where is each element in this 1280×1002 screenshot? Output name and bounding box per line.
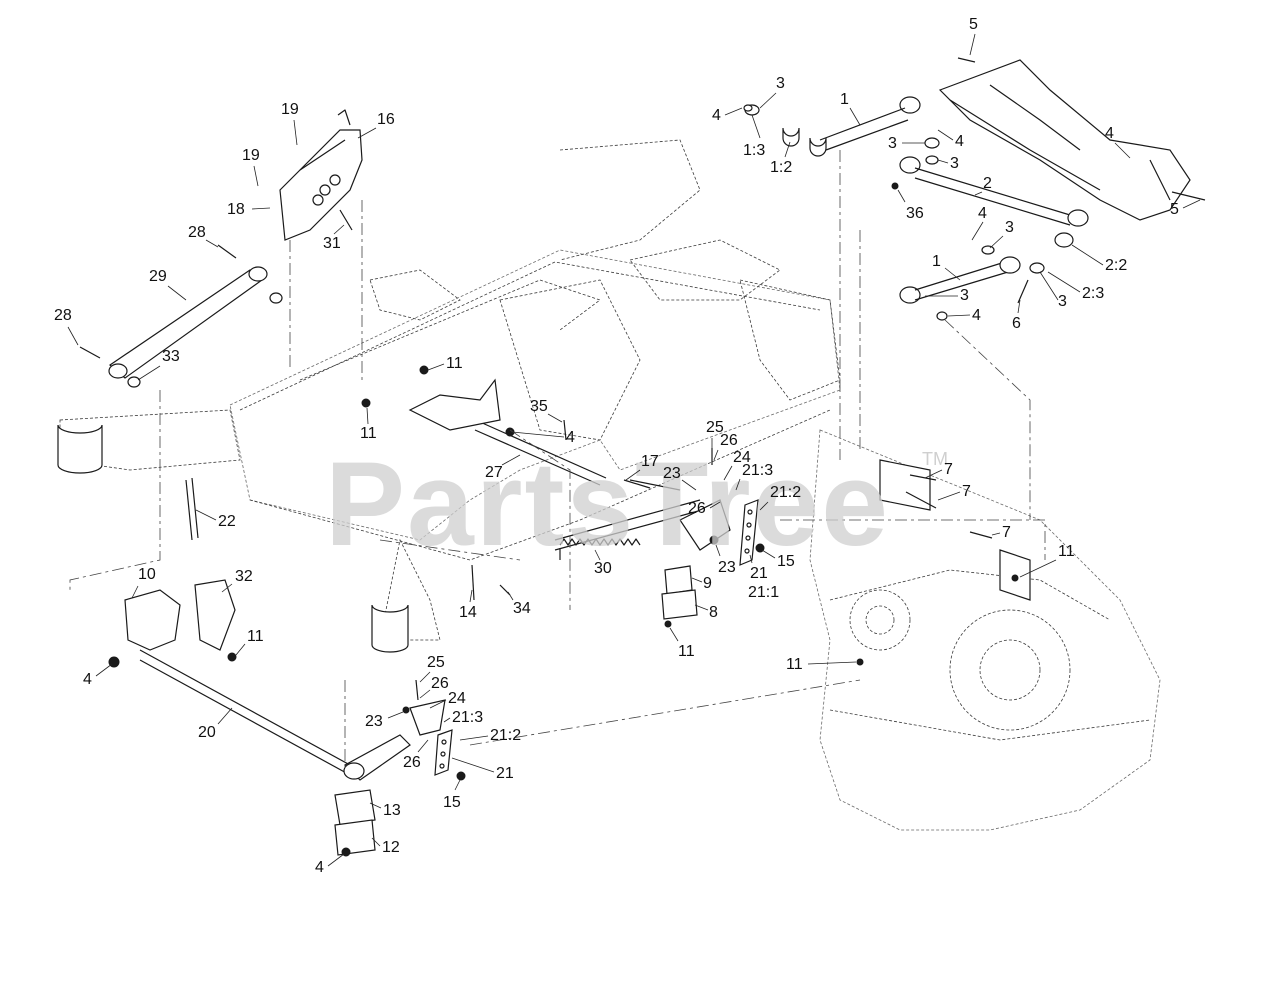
callout-label: 14 <box>459 604 477 621</box>
callout-label: 35 <box>530 398 548 415</box>
callout-label: 4 <box>712 107 721 124</box>
callout-label: 7 <box>1002 524 1011 541</box>
callout-label: 5 <box>1170 201 1179 218</box>
watermark-text: PartsTree <box>325 437 890 571</box>
callout-label: 34 <box>513 600 531 617</box>
callout-label: 1 <box>932 253 941 270</box>
callout-label: 1 <box>840 91 849 108</box>
callout-label: 26 <box>403 754 421 771</box>
callout-label: 2:2 <box>1105 257 1127 274</box>
callout-label: 4 <box>83 671 92 688</box>
callout-label: 19 <box>242 147 260 164</box>
main-frame <box>57 139 841 653</box>
callout-label: 23 <box>663 465 681 482</box>
watermark-trademark: TM <box>922 449 948 469</box>
callout-label: 29 <box>149 268 167 285</box>
callout-label: 24 <box>448 690 466 707</box>
callout-label: 1:3 <box>743 142 765 159</box>
callout-label: 32 <box>235 568 253 585</box>
callout-label: 7 <box>962 483 971 500</box>
callout-label: 16 <box>377 111 395 128</box>
callout-label: 21 <box>496 765 514 782</box>
callout-label: 3 <box>950 155 959 172</box>
callout-label: 22 <box>218 513 236 530</box>
callout-label: 15 <box>443 794 461 811</box>
callout-label: 28 <box>188 224 206 241</box>
callout-label: 4 <box>1105 125 1114 142</box>
callout-label: 21:3 <box>452 709 483 726</box>
callout-label: 13 <box>383 802 401 819</box>
alignment-lines <box>69 150 1046 770</box>
callout-label: 5 <box>969 16 978 33</box>
callout-label: 3 <box>1005 219 1014 236</box>
callout-label: 18 <box>227 201 245 218</box>
callout-label: 2:3 <box>1082 285 1104 302</box>
callout-label: 23 <box>718 559 736 576</box>
callout-label: 11 <box>1058 543 1075 560</box>
callout-label: 3 <box>960 287 969 304</box>
callout-label: 4 <box>955 133 964 150</box>
callout-label: 21 <box>750 565 768 582</box>
front-shaft <box>124 565 698 856</box>
callout-label: 3 <box>776 75 785 92</box>
callout-label: 11 <box>360 425 377 442</box>
callouts: 1 1 1:3 1:2 2 2:2 2:3 3 3 3 3 3 3 4 4 4 <box>54 16 1201 876</box>
callout-label: 25 <box>427 654 445 671</box>
callout-label: 11 <box>446 355 463 372</box>
callout-label: 4 <box>978 205 987 222</box>
watermark: PartsTree TM <box>325 437 948 571</box>
callout-label: 7 <box>944 461 953 478</box>
callout-label: 26 <box>688 500 706 517</box>
callout-label: 9 <box>703 575 712 592</box>
deck-link-plate <box>739 499 759 566</box>
callout-label: 23 <box>365 713 383 730</box>
callout-label: 20 <box>198 724 216 741</box>
callout-label: 15 <box>777 553 795 570</box>
callout-label: 30 <box>594 560 612 577</box>
callout-label: 12 <box>382 839 400 856</box>
rear-hanger-assembly <box>743 57 1206 321</box>
front-link <box>79 244 283 388</box>
callout-label: 6 <box>1012 315 1021 332</box>
callout-label: 33 <box>162 348 180 365</box>
callout-label: 21:2 <box>770 484 801 501</box>
callout-label: 26 <box>431 675 449 692</box>
hardware <box>108 182 1019 857</box>
callout-label: 36 <box>906 205 924 222</box>
callout-label: 27 <box>485 464 503 481</box>
callout-label: 8 <box>709 604 718 621</box>
callout-label: 3 <box>888 135 897 152</box>
callout-label: 1:2 <box>770 159 792 176</box>
callout-label: 4 <box>566 429 575 446</box>
callout-label: 3 <box>1058 293 1067 310</box>
callout-label: 21:1 <box>748 584 779 601</box>
callout-label: 19 <box>281 101 299 118</box>
callout-label: 17 <box>641 453 659 470</box>
height-adjust-bracket <box>279 109 363 241</box>
callout-label: 24 <box>733 449 751 466</box>
callout-label: 4 <box>972 307 981 324</box>
lift-spring <box>559 538 641 546</box>
callout-label: 4 <box>315 859 324 876</box>
callout-label: 21:2 <box>490 727 521 744</box>
callout-label: 26 <box>720 432 738 449</box>
callout-label: 11 <box>678 643 695 660</box>
callout-label: 2 <box>983 175 992 192</box>
callout-label: 11 <box>247 628 264 645</box>
callout-label: 10 <box>138 566 156 583</box>
callout-label: 25 <box>706 419 724 436</box>
callout-label: 21:3 <box>742 462 773 479</box>
mower-deck <box>809 429 1161 831</box>
callout-label: 11 <box>786 656 803 673</box>
callout-label: 31 <box>323 235 341 252</box>
callout-label: 28 <box>54 307 72 324</box>
